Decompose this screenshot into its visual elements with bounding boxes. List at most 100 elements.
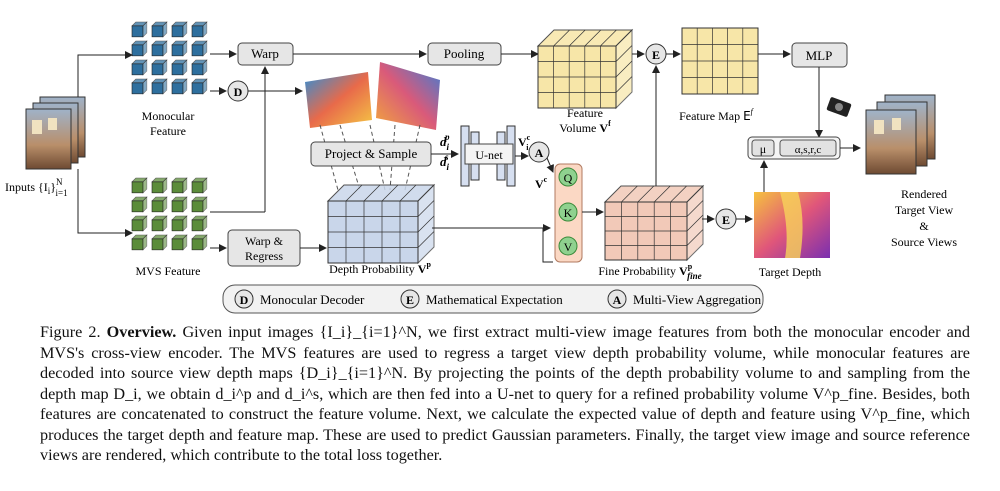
fine-volume-grid-line — [686, 200, 704, 217]
svg-text:E: E — [652, 48, 660, 62]
rendered-label-3: & — [919, 219, 929, 233]
monocular-feature-cube — [151, 40, 168, 57]
fine-volume-grid-line — [686, 214, 704, 232]
feature-volume-grid-line — [615, 60, 633, 78]
mvs-feature-cube — [131, 177, 148, 194]
mvs-feature-cube — [131, 234, 148, 251]
target-depth-label: Target Depth — [759, 265, 822, 279]
monocular-feature-cube — [171, 40, 188, 57]
legend: D Monocular Decoder E Mathematical Expec… — [222, 284, 764, 314]
mvs-feature-label: MVS Feature — [136, 264, 201, 278]
monocular-feature-cube — [191, 40, 208, 57]
svg-text:Regress: Regress — [245, 249, 283, 263]
svg-text:α,s,r,c: α,s,r,c — [795, 144, 822, 156]
depth-volume-grid-line — [399, 184, 417, 202]
depth-volume-grid-line — [417, 215, 435, 233]
svg-text:K: K — [564, 206, 573, 220]
monocular-feature-cube — [151, 78, 168, 95]
monocular-feature-cube — [191, 59, 208, 76]
fine-volume-grid-line — [637, 185, 655, 203]
depth-volume-top — [326, 184, 436, 202]
depth-probability-label: Depth Probability Vp — [329, 260, 431, 276]
rendered-label-4: Source Views — [891, 235, 957, 249]
svg-text:Mathematical Expectation: Mathematical Expectation — [426, 292, 563, 307]
monocular-feature-cube — [131, 40, 148, 57]
mvs-feature-cube — [191, 177, 208, 194]
rendered-label-1: Rendered — [901, 187, 947, 201]
unet-shape — [460, 125, 516, 187]
monocular-feature-cube — [191, 78, 208, 95]
svg-text:Warp &: Warp & — [245, 234, 284, 248]
monocular-feature-label-1: Monocular — [142, 109, 195, 123]
mvs-feature-cube — [151, 215, 168, 232]
svg-text:E: E — [722, 213, 730, 227]
svg-text:D: D — [234, 85, 243, 99]
mvs-feature-cube — [151, 234, 168, 251]
svg-text:Project & Sample: Project & Sample — [325, 146, 418, 161]
mvs-feature-cube — [171, 196, 188, 213]
monocular-feature-cube — [131, 59, 148, 76]
svg-text:E: E — [406, 293, 414, 307]
depth-volume-grid-line — [381, 184, 399, 202]
fine-volume-grid-line — [670, 185, 687, 203]
fine-volume-top — [603, 185, 705, 203]
svg-text:A: A — [613, 293, 622, 307]
depth-volume-grid-line — [363, 184, 381, 202]
fine-volume-grid-line — [686, 229, 704, 246]
fine-volume-grid-line — [653, 185, 671, 203]
feature-volume-grid-line — [600, 29, 617, 47]
mvs-feature-cube — [151, 177, 168, 194]
monocular-feature-cube — [151, 59, 168, 76]
svg-text:Warp: Warp — [251, 46, 279, 61]
monocular-feature-cubes — [131, 21, 208, 95]
feature-volume-grid-line — [584, 29, 602, 47]
mvs-feature-cube — [171, 234, 188, 251]
mvs-feature-cube — [171, 177, 188, 194]
multi-view-aggregation-circle — [528, 141, 550, 163]
mvs-feature-cube — [131, 215, 148, 232]
d-p-label: dip — [440, 132, 450, 152]
monocular-feature-cube — [131, 21, 148, 38]
svg-text:U-net: U-net — [475, 148, 503, 162]
mvs-feature-cube — [191, 196, 208, 213]
mvs-feature-cube — [191, 234, 208, 251]
depth-volume-grid-line — [417, 231, 435, 248]
rendered-label-2: Target View — [895, 203, 954, 217]
mvs-feature-cube — [151, 196, 168, 213]
vc-label: Vc — [535, 175, 548, 191]
figure-caption: Figure 2. Overview. Given input images {… — [40, 322, 970, 466]
caption-bold: Overview. — [106, 323, 177, 341]
caption-text: Given input images {I_i}_{i=1}^N, we fir… — [40, 323, 970, 464]
mvs-feature-cube — [191, 215, 208, 232]
feature-volume-label-1: Feature — [567, 106, 603, 120]
mvs-feature-cube — [171, 215, 188, 232]
svg-text:Q: Q — [564, 171, 573, 185]
monocular-feature-cube — [171, 78, 188, 95]
camera-icon — [826, 97, 852, 117]
feature-map — [681, 27, 759, 95]
source-depth-maps — [305, 62, 440, 130]
feature-volume-label-2: Volume Vf — [559, 119, 611, 135]
feature-volume-grid-line — [553, 29, 570, 47]
fine-volume-grid-line — [621, 185, 638, 203]
input-images — [25, 96, 86, 170]
feature-volume-grid-line — [615, 76, 633, 93]
depth-volume-grid-line — [417, 200, 435, 217]
svg-text:Multi-View Aggregation: Multi-View Aggregation — [633, 292, 762, 307]
svg-text:Pooling: Pooling — [444, 46, 485, 61]
svg-text:V: V — [564, 240, 573, 254]
depth-volume-grid-line — [345, 184, 363, 202]
monocular-feature-cube — [131, 78, 148, 95]
feature-volume-grid-line — [568, 29, 586, 47]
monocular-feature-cube — [191, 21, 208, 38]
feature-map-label: Feature Map Ef — [679, 107, 755, 123]
d-s-label: dis — [440, 152, 450, 172]
rendered-views — [865, 94, 936, 175]
monocular-feature-cube — [151, 21, 168, 38]
fine-probability-volume — [603, 184, 705, 262]
monocular-feature-label-2: Feature — [150, 124, 186, 138]
